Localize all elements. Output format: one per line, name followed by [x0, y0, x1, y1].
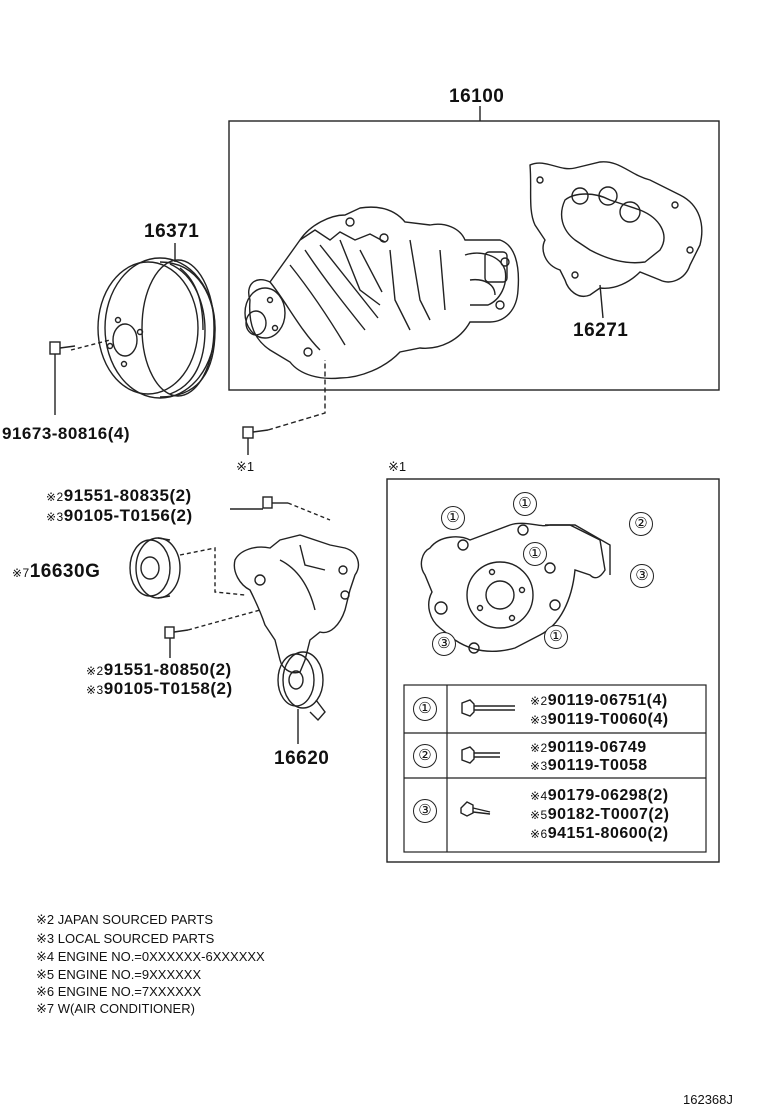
- fastener-table: [403, 684, 707, 853]
- note-5: ※6 ENGINE NO.=7XXXXXX: [36, 984, 202, 999]
- detail-circle-1c: ①: [523, 542, 547, 566]
- idler-illustration: [129, 537, 246, 599]
- detail-circle-2: ②: [629, 512, 653, 536]
- table-bolt-3: [460, 801, 491, 817]
- figure-code: 162368J: [683, 1092, 733, 1107]
- table-row-1-1: ※290119-06751(4): [530, 692, 668, 709]
- note-6: ※7 W(AIR CONDITIONER): [36, 1001, 195, 1016]
- table-bolt-1: [461, 699, 515, 717]
- note-1: ※2 JAPAN SOURCED PARTS: [36, 912, 214, 927]
- table-bolt-2: [461, 746, 500, 764]
- label-16630g: ※716630G: [12, 561, 101, 582]
- detail-circle-1a: ①: [441, 506, 465, 530]
- gasket-illustration: [529, 161, 703, 319]
- table-row-2-2: ※390119-T0058: [530, 757, 648, 774]
- label-16620: 16620: [274, 748, 330, 769]
- note-4: ※5 ENGINE NO.=9XXXXXX: [36, 967, 202, 982]
- leader-16271: [599, 284, 604, 319]
- tensioner-illustration: [233, 534, 360, 744]
- detail-box: [386, 478, 720, 863]
- detail-circle-3b: ③: [432, 632, 456, 656]
- pulley-illustration: [70, 243, 216, 399]
- bolt-group-upper-row-1: ※291551-80835(2): [46, 486, 192, 505]
- note-3: ※4 ENGINE NO.=0XXXXXX-6XXXXXX: [36, 949, 265, 964]
- detail-circle-1d: ①: [544, 625, 568, 649]
- water-pump-illustration: [244, 206, 520, 380]
- table-row-2-1: ※290119-06749: [530, 739, 647, 756]
- table-row-3-3: ※694151-80600(2): [530, 825, 669, 842]
- label-16100: 16100: [449, 86, 505, 107]
- water-pump-box: [228, 120, 720, 391]
- note-2: ※3 LOCAL SOURCED PARTS: [36, 931, 215, 946]
- bolt-group-lower-row-2: ※390105-T0158(2): [86, 679, 233, 698]
- table-key-2: ②: [413, 744, 437, 768]
- detail-circle-3a: ③: [630, 564, 654, 588]
- ref-bolt-illustration: [242, 360, 326, 455]
- table-key-3: ③: [413, 799, 437, 823]
- detail-circle-1b: ①: [513, 492, 537, 516]
- bolt-group-upper-row-2: ※390105-T0156(2): [46, 506, 193, 525]
- ref-mark-left: ※1: [236, 459, 255, 474]
- pulley-bolt-illustration: [49, 341, 76, 415]
- table-key-1: ①: [413, 697, 437, 721]
- detail-pump-illustration: [420, 522, 611, 654]
- table-row-3-2: ※590182-T0007(2): [530, 806, 670, 823]
- label-16271: 16271: [573, 320, 629, 341]
- table-row-1-2: ※390119-T0060(4): [530, 711, 669, 728]
- ref-mark-box: ※1: [388, 459, 407, 474]
- bracket-bolts-illustration: [164, 496, 331, 658]
- bolt-group-lower-row-1: ※291551-80850(2): [86, 660, 232, 679]
- table-row-3-1: ※490179-06298(2): [530, 787, 669, 804]
- label-16371: 16371: [144, 221, 200, 242]
- label-91673: 91673-80816(4): [2, 424, 130, 443]
